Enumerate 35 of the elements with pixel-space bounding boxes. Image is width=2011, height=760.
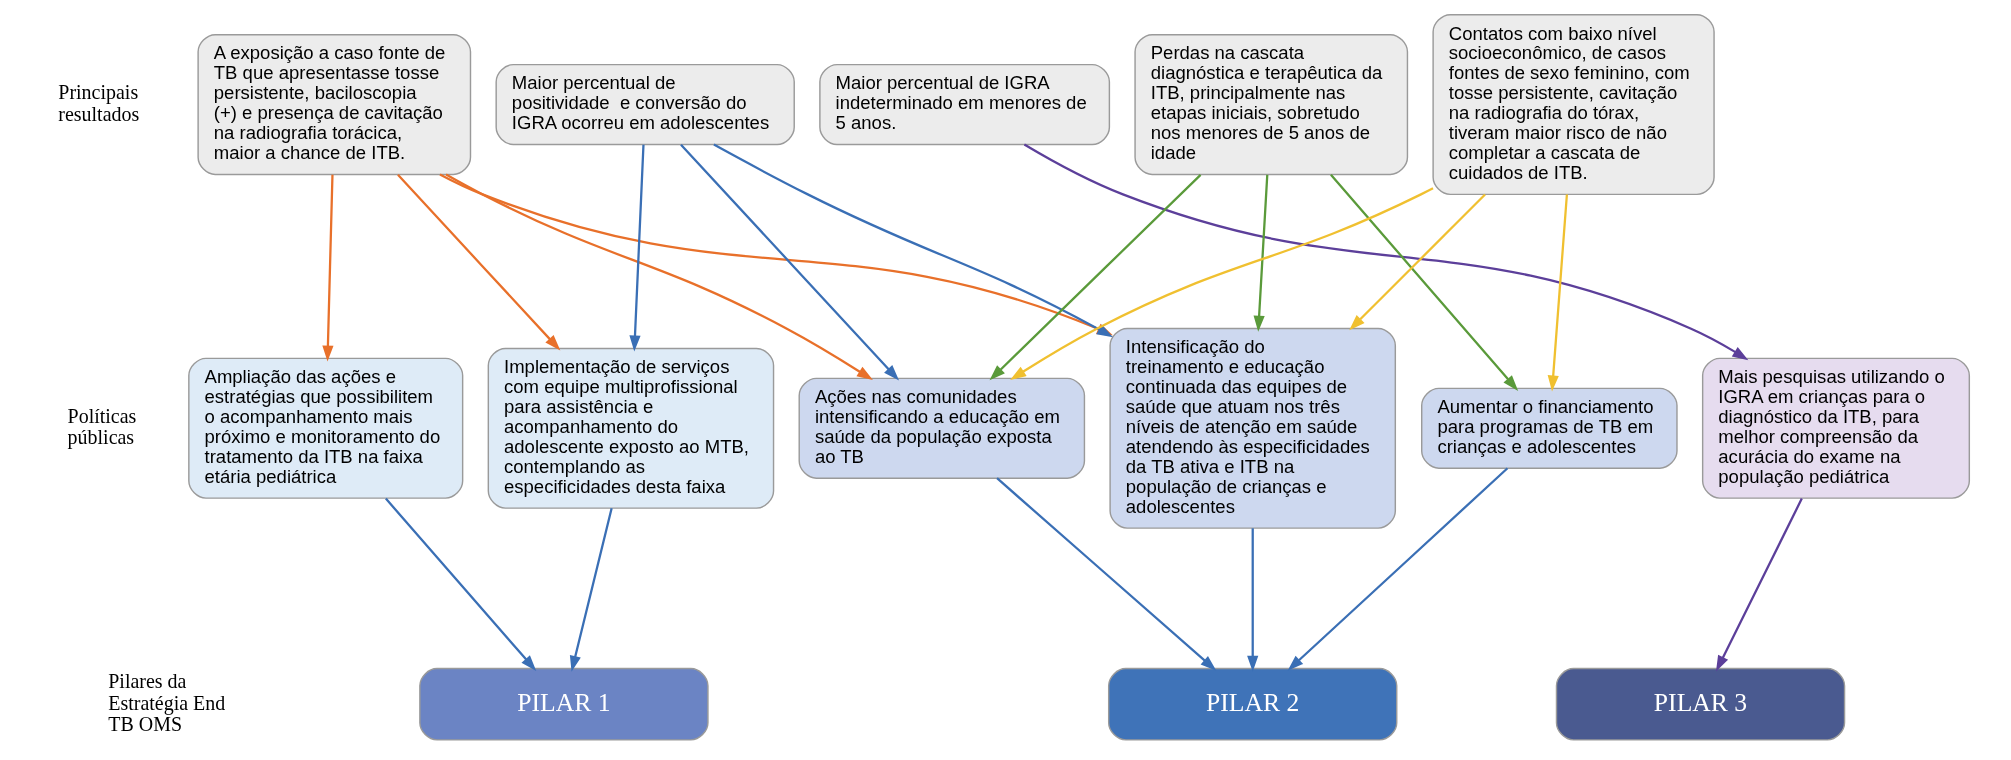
node-box: Intensificação do treinamento e educação continuada das equipes de saúde que atuam nos três níveis de atenção em saúde atendendo às especificidades da TB ativa e ITB na população de crianças e adolescentes [1108, 327, 1396, 529]
arrow [1715, 497, 1803, 672]
arrow [1329, 173, 1518, 391]
arrow [1287, 466, 1508, 671]
node-box: Maior percentual de positividade e conversão do IGRA ocorreu em adolescentes [494, 63, 795, 145]
arrow [445, 173, 873, 380]
arrow [679, 143, 899, 381]
arrow [989, 173, 1201, 380]
node-box: A exposição a caso fonte de TB que apresentasse tosse persistente, baciloscopia (+) e presença de cavitação na radiografia torácica, maior a chance de ITB. [196, 33, 471, 175]
arrow [1009, 186, 1434, 380]
arrow [396, 173, 560, 350]
arrow [384, 497, 536, 671]
node-box: Aumentar o financiamento para programas de TB em crianças e adolescentes [1420, 387, 1678, 469]
node-box: PILAR 3 [1555, 667, 1845, 741]
node-box: Maior percentual de IGRA indeterminado em menores de 5 anos. [818, 63, 1110, 145]
label: Pilares da Estratégia End TB OMS [107, 669, 225, 735]
node-box: PILAR 1 [418, 667, 709, 741]
node-box: Contatos com baixo nível socioeconômico, de casos fontes de sexo feminino, com tosse persistente, cavitação na radiografia do tórax, tiveram maior risco de não completar a cascata de cuidados de ITB. [1431, 13, 1715, 195]
node-box: PILAR 2 [1107, 667, 1397, 741]
node-box: Mais pesquisas utilizando o IGRA em crianças para o diagnóstico da ITB, para melhor compreensão da acurácia do exame na população pediátrica [1701, 357, 1970, 499]
node-box: Implementação de serviços com equipe multiprofissional para assistência e acompanhamento do adolescente exposto ao MTB, contemplando as especificidades desta faixa [487, 347, 774, 509]
label: Políticas públicas [67, 404, 136, 448]
label: Principais resultados [57, 80, 139, 125]
arrow [1246, 527, 1258, 672]
arrow [1023, 143, 1748, 360]
node-box: Perdas na cascata diagnóstica e terapêutica da ITB, principalmente nas etapas iniciais, sobretudo nos menores de 5 anos de idade [1133, 33, 1408, 175]
arrow [995, 476, 1216, 671]
arrow [1348, 193, 1486, 330]
arrow [569, 507, 613, 672]
node-box: Ampliação das ações e estratégias que possibilitem o acompanhamento mais próximo e monitoramento do tratamento da ITB na faixa etária pediátrica [187, 357, 463, 499]
arrow [321, 174, 334, 362]
arrow [628, 144, 645, 352]
arrow [1547, 193, 1568, 391]
arrow [1253, 174, 1268, 332]
node-box: Ações nas comunidades intensificando a educação em saúde da população exposta ao TB [798, 377, 1085, 479]
